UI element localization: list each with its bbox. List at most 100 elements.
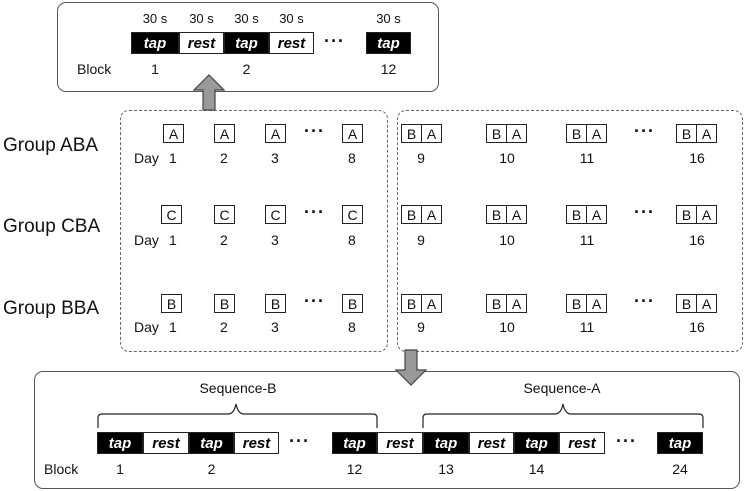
rest-block: rest	[269, 32, 314, 54]
rest-block: rest	[559, 432, 605, 454]
rest-block: rest	[377, 432, 423, 454]
day-number: 2	[220, 232, 228, 248]
days-1-8-region	[120, 110, 388, 352]
tap-block: tap	[332, 432, 377, 454]
block-number: 24	[672, 461, 688, 477]
tap-block: tap	[514, 432, 559, 454]
duration-label: 30 s	[142, 11, 168, 26]
day-number: 10	[499, 232, 515, 248]
day-label: Day	[134, 319, 159, 335]
session-box: B	[265, 294, 286, 313]
day-number: 3	[271, 232, 279, 248]
day-label: Day	[134, 150, 159, 166]
day-number: 11	[579, 150, 595, 166]
day-number: 9	[417, 232, 425, 248]
session-box: C	[161, 205, 182, 224]
block-label: Block	[77, 61, 112, 77]
day-number: 9	[417, 150, 425, 166]
session-box: B	[161, 294, 182, 313]
day-number: 1	[169, 232, 177, 248]
day-number: 16	[689, 232, 705, 248]
block-number: 2	[242, 61, 251, 77]
block-number: 14	[528, 461, 545, 477]
ellipsis: ···	[304, 121, 325, 141]
tap-block: tap	[366, 32, 411, 54]
session-box: A	[696, 205, 717, 224]
days-9-16-region	[397, 110, 743, 352]
session-box: A	[421, 124, 442, 143]
ellipsis: ···	[616, 431, 637, 451]
duration-label: 30 s	[234, 11, 259, 26]
tap-block: tap	[131, 32, 179, 54]
day-number: 10	[499, 150, 515, 166]
block-label: Block	[44, 461, 79, 477]
session-box: B	[214, 294, 235, 313]
ellipsis: ···	[289, 431, 310, 451]
day-number: 1	[169, 150, 177, 166]
ellipsis: ···	[304, 291, 325, 311]
session-box: A	[214, 124, 235, 143]
day-number: 8	[348, 150, 356, 166]
rest-block: rest	[234, 432, 279, 454]
session-box: C	[342, 205, 363, 224]
day-number: 11	[579, 232, 595, 248]
session-box: C	[214, 205, 235, 224]
day-number: 2	[220, 150, 228, 166]
session-box: A	[696, 124, 717, 143]
training-course-panel	[34, 371, 740, 489]
tap-block: tap	[224, 32, 269, 54]
ellipsis: ···	[634, 121, 655, 141]
session-box: A	[506, 205, 527, 224]
down-arrow-icon	[394, 349, 428, 386]
session-box: A	[421, 205, 442, 224]
day-number: 11	[579, 319, 595, 335]
group-label: Group BBA	[3, 298, 100, 319]
day-number: 16	[689, 150, 705, 166]
session-box: A	[586, 124, 607, 143]
session-box: A	[586, 205, 607, 224]
tap-block: tap	[657, 432, 703, 454]
ellipsis: ···	[634, 291, 655, 311]
day-number: 10	[499, 319, 515, 335]
sequence-a-label: Sequence-A	[523, 380, 601, 396]
session-box: A	[163, 124, 184, 143]
session-box: A	[696, 294, 717, 313]
sequence-b-brace	[97, 403, 378, 428]
day-number: 3	[271, 150, 279, 166]
session-box: B	[401, 205, 422, 224]
rest-block: rest	[179, 32, 224, 54]
day-number: 9	[417, 319, 425, 335]
sequence-b-label: Sequence-B	[199, 380, 277, 396]
session-box: A	[586, 294, 607, 313]
tap-block: tap	[423, 432, 469, 454]
session-box: A	[506, 294, 527, 313]
rest-block: rest	[143, 432, 189, 454]
session-box: A	[342, 124, 363, 143]
duration-label: 30 s	[189, 11, 214, 26]
day-number: 16	[689, 319, 705, 335]
group-label: Group ABA	[3, 135, 99, 156]
day-number: 1	[169, 319, 177, 335]
day-number: 8	[348, 232, 356, 248]
day-number: 8	[348, 319, 356, 335]
session-box: A	[506, 124, 527, 143]
block-number: 12	[346, 461, 363, 477]
session-box: C	[265, 205, 286, 224]
ellipsis: ···	[634, 202, 655, 222]
rest-block: rest	[469, 432, 514, 454]
up-arrow-icon	[192, 74, 226, 111]
duration-label: 30 s	[279, 11, 304, 26]
ellipsis: ···	[324, 31, 345, 51]
session-box: A	[421, 294, 442, 313]
sequence-a-brace	[422, 403, 704, 428]
session-box: B	[676, 205, 697, 224]
day-label: Day	[134, 232, 159, 248]
block-number: 12	[380, 61, 397, 77]
group-label: Group CBA	[3, 216, 101, 237]
session-box: B	[342, 294, 363, 313]
tap-block: tap	[97, 432, 143, 454]
block-number: 1	[151, 61, 159, 77]
day-number: 3	[271, 319, 279, 335]
tap-block: tap	[189, 432, 234, 454]
